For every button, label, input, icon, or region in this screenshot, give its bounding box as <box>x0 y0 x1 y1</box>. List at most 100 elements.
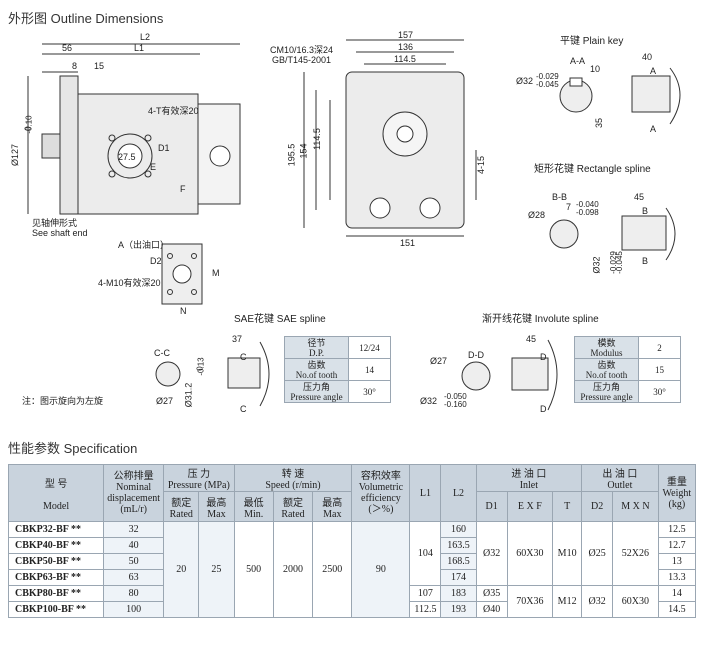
spec-title: 性能参数 Specification <box>8 441 138 456</box>
cell-model: CBKP63-BF ** <box>7 569 105 586</box>
plain-key-title: 平键 Plain key <box>560 36 624 47</box>
plain-a-bottom: A <box>650 124 657 134</box>
sae-value: 14 <box>348 358 391 381</box>
cell-disp: 32 <box>103 521 165 538</box>
dim-4-15: 4-15 <box>476 155 487 175</box>
plain-dim-35: 35 <box>594 117 605 129</box>
dim-154: 154 <box>298 143 309 159</box>
rect-tol-4: -0.045 <box>614 251 624 274</box>
main-view-drawing <box>27 43 241 305</box>
dim-195-5: 195.5 <box>286 143 297 167</box>
cell-disp: 80 <box>103 585 165 602</box>
cell-weight: 12.5 <box>657 521 697 538</box>
table-row: CBKP100-BF ** 100 112.5 193 Ø40 14.5 <box>7 601 697 618</box>
cell-model: CBKP40-BF ** <box>7 537 105 554</box>
cell-l1: 112.5 <box>409 601 442 618</box>
plain-section: A-A <box>570 56 586 66</box>
dim-8: 8 <box>72 61 78 71</box>
cell-weight: 14 <box>657 585 697 602</box>
cell-disp: 50 <box>103 553 165 570</box>
sae-dim-27: Ø27 <box>156 396 174 406</box>
side-view-drawing <box>303 39 477 237</box>
rect-tol-1: -0.040 <box>576 200 599 209</box>
shaft-note-cn: 见轴伸形式 <box>32 218 78 228</box>
label-d2: D2 <box>150 256 162 266</box>
dim-tol-1: -0.10 <box>24 115 34 134</box>
invol-dim-27: Ø27 <box>430 356 448 366</box>
cell-d1: Ø32 <box>475 521 508 586</box>
cell-rated: 20 <box>163 521 200 618</box>
cell-l1: 107 <box>409 585 442 602</box>
rect-tol-2: -0.098 <box>576 208 599 217</box>
cell-disp: 40 <box>103 537 165 554</box>
label-m: M <box>212 268 220 278</box>
cell-l2: 174 <box>440 569 477 586</box>
hdr-l2: L2 <box>440 464 477 522</box>
invol-d-bottom: D <box>540 404 547 414</box>
sae-tol-2: -0.13 <box>196 357 206 376</box>
sae-dim-37: 37 <box>232 334 243 344</box>
cell-exf: 60X30 <box>506 521 554 586</box>
cell-t: M10 <box>552 521 583 586</box>
table-row: CBKP32-BF ** 32 20 25 500 2000 2500 90 1… <box>7 521 697 618</box>
hdr-l1: L1 <box>409 464 442 522</box>
cell-model: CBKP50-BF ** <box>7 553 105 570</box>
dim-15: 15 <box>94 61 105 71</box>
sae-value: 12/24 <box>348 336 391 359</box>
outlet-label: A（出油口） <box>118 240 170 250</box>
sae-section: C-C <box>154 348 170 358</box>
dim-56: 56 <box>62 43 73 53</box>
shaft-note-en: See shaft end <box>32 228 88 238</box>
invol-d-top: D <box>540 352 547 362</box>
plain-tol-2: -0.045 <box>536 80 559 89</box>
sae-value: 30° <box>348 380 391 403</box>
cell-mxn: 60X30 <box>612 585 659 618</box>
invol-dim-32: Ø32 <box>420 396 438 406</box>
cell-speed-min: 500 <box>233 521 274 618</box>
rect-dim-32: Ø32 <box>591 256 602 274</box>
cell-l2: 183 <box>440 585 477 602</box>
cell-weight: 14.5 <box>657 601 697 618</box>
invol-dim-45: 45 <box>526 334 537 344</box>
outline-title: 外形图 Outline Dimensions <box>8 11 164 26</box>
sae-spline-drawing <box>155 341 270 407</box>
rect-b-top: B <box>642 206 649 216</box>
cell-d2: Ø25 <box>581 521 614 586</box>
plain-dim-32: Ø32 <box>516 76 534 86</box>
label-n: N <box>180 306 187 316</box>
table-row: CBKP50-BF ** 50 168.5 13 <box>7 553 697 570</box>
cell-weight: 13 <box>657 553 697 570</box>
invol-value: 15 <box>638 358 681 381</box>
label-d1: D1 <box>158 143 170 153</box>
label-f: F <box>180 184 186 194</box>
cell-weight: 13.3 <box>657 569 697 586</box>
table-row: CBKP63-BF ** 63 174 13.3 <box>7 569 697 586</box>
hdr-t: T <box>552 491 583 522</box>
dim-157: 157 <box>398 30 414 40</box>
plain-dim-40: 40 <box>642 52 653 62</box>
invol-tol-1: -0.050 <box>444 392 467 401</box>
cell-d2: Ø32 <box>581 585 614 618</box>
cell-disp: 63 <box>103 569 165 586</box>
cell-l2: 160 <box>440 521 477 538</box>
rotation-note: 注：图示旋向为左旋 <box>22 396 104 406</box>
dim-151: 151 <box>400 238 416 248</box>
rect-spline-title: 矩形花键 Rectangle spline <box>534 164 651 175</box>
